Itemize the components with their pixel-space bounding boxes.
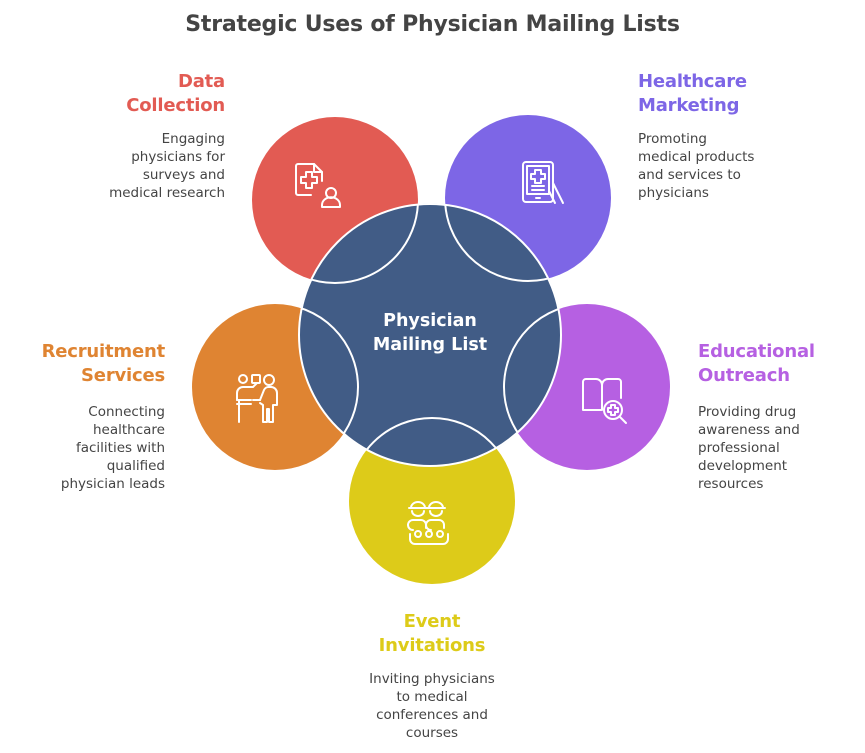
book-medical-search-icon: [582, 378, 627, 424]
conference-attendees-icon: [407, 501, 449, 545]
tablet-medical-hand-icon: [522, 161, 564, 204]
healthcare-marketing-title-line1: Healthcare: [638, 71, 747, 92]
desc-line: surveys and: [142, 167, 225, 183]
desc-line: resources: [698, 476, 764, 492]
healthcare-marketing-title: Healthcare Marketing: [638, 70, 747, 118]
educational-outreach-title: Educational Outreach: [698, 340, 815, 388]
desc-line: medical research: [109, 185, 225, 201]
event-invitations-title-line1: Event: [403, 611, 461, 632]
presenter-interview-icon: [236, 374, 278, 423]
desc-line: Engaging: [161, 131, 225, 147]
desc-line: courses: [405, 725, 459, 741]
desc-line: conferences and: [376, 707, 488, 723]
diagram-title: Strategic Uses of Physician Mailing List…: [185, 12, 680, 37]
desc-line: development: [698, 458, 788, 474]
healthcare-marketing-title-line2: Marketing: [638, 95, 740, 116]
desc-line: professional: [698, 440, 780, 456]
event-invitations-title-line2: Invitations: [378, 635, 486, 656]
center-circle-outline: [298, 203, 562, 467]
data-collection-description: Engaging physicians for surveys and medi…: [109, 130, 225, 202]
recruitment-services-title-line2: Services: [81, 365, 165, 386]
data-collection-title-line1: Data: [177, 71, 225, 92]
center-label: Physician Mailing List: [340, 309, 520, 357]
desc-line: to medical: [396, 689, 468, 705]
desc-line: healthcare: [93, 422, 165, 438]
data-collection-title: Data Collection: [126, 70, 225, 118]
desc-line: medical products: [638, 149, 755, 165]
medical-document-user-icon: [295, 163, 341, 208]
recruitment-services-title-line1: Recruitment: [41, 341, 166, 362]
recruitment-services-title: Recruitment Services: [41, 340, 166, 388]
desc-line: facilities with: [75, 440, 165, 456]
educational-outreach-title-line1: Educational: [698, 341, 815, 362]
desc-line: Connecting: [88, 404, 165, 420]
center-label-line1: Physician: [383, 311, 477, 331]
data-collection-overlap: [299, 204, 419, 284]
healthcare-marketing-overlap: [444, 204, 561, 282]
educational-outreach-description: Providing drug awareness and professiona…: [698, 403, 800, 493]
desc-line: awareness and: [698, 422, 800, 438]
event-invitations-description: Inviting physicians to medical conferenc…: [332, 670, 532, 742]
desc-line: physician leads: [60, 476, 165, 492]
desc-line: qualified: [106, 458, 165, 474]
event-invitations-title: Event Invitations: [332, 610, 532, 658]
healthcare-marketing-description: Promoting medical products and services …: [638, 130, 754, 202]
desc-line: Inviting physicians: [369, 671, 495, 687]
data-collection-title-line2: Collection: [126, 95, 225, 116]
desc-line: physicians for: [131, 149, 225, 165]
desc-line: physicians: [638, 185, 709, 201]
educational-outreach-title-line2: Outreach: [698, 365, 790, 386]
desc-line: and services to: [638, 167, 741, 183]
desc-line: Providing drug: [698, 404, 797, 420]
desc-line: Promoting: [638, 131, 707, 147]
recruitment-services-description: Connecting healthcare facilities with qu…: [61, 403, 165, 493]
center-label-line2: Mailing List: [372, 335, 488, 355]
